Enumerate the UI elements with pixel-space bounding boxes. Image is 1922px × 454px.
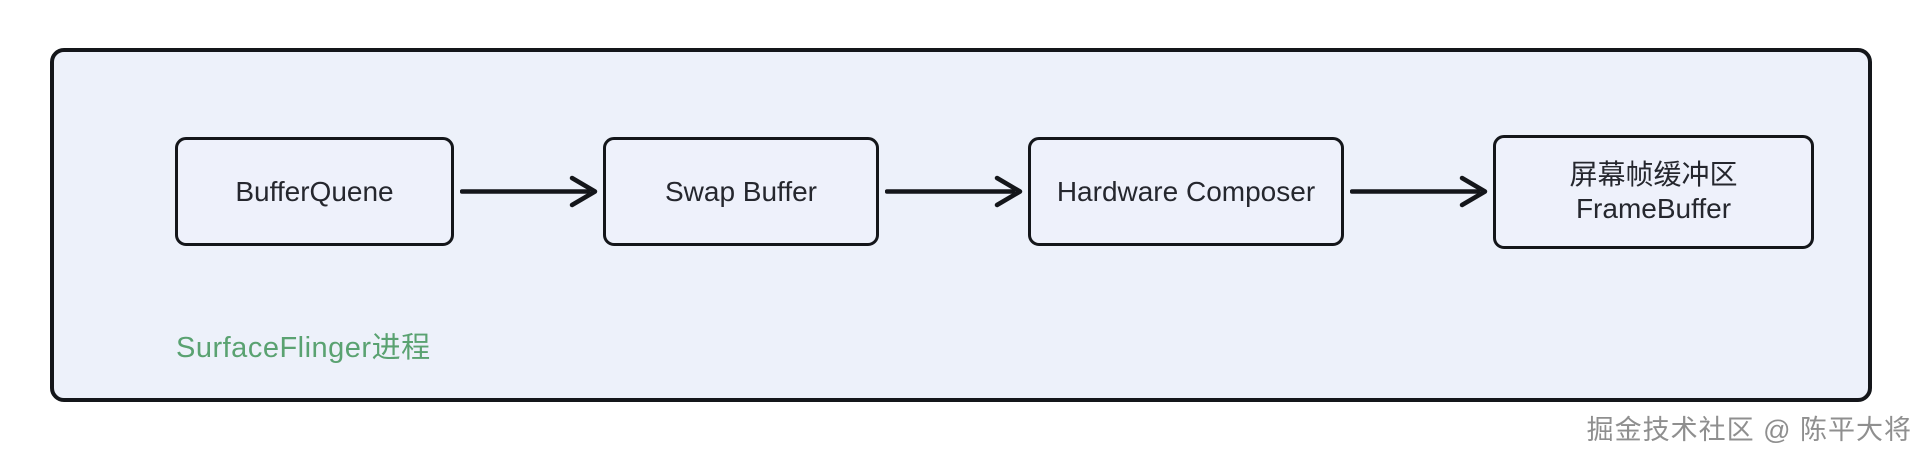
arrow-hwcomposer-to-framebuffer	[1350, 175, 1488, 208]
node-bufferqueue-label: BufferQuene	[235, 175, 394, 207]
node-framebuffer: 屏幕帧缓冲区 FrameBuffer	[1493, 135, 1814, 249]
node-hwcomposer: Hardware Composer	[1028, 137, 1344, 246]
arrow-swapbuffer-to-hwcomposer	[885, 175, 1023, 208]
node-bufferqueue: BufferQuene	[175, 137, 454, 246]
node-swapbuffer-label: Swap Buffer	[664, 175, 818, 207]
node-hwcomposer-label: Hardware Composer	[1056, 175, 1316, 207]
arrow-bufferqueue-to-swapbuffer	[460, 175, 598, 208]
node-framebuffer-label: 屏幕帧缓冲区 FrameBuffer	[1569, 159, 1738, 224]
surfaceflinger-process-group: BufferQuene Swap Buffer Hardware Compose…	[50, 48, 1872, 402]
node-swapbuffer: Swap Buffer	[603, 137, 879, 246]
watermark: 掘金技术社区 @ 陈平大将	[1586, 415, 1912, 445]
process-label: SurfaceFlinger进程	[176, 332, 431, 364]
